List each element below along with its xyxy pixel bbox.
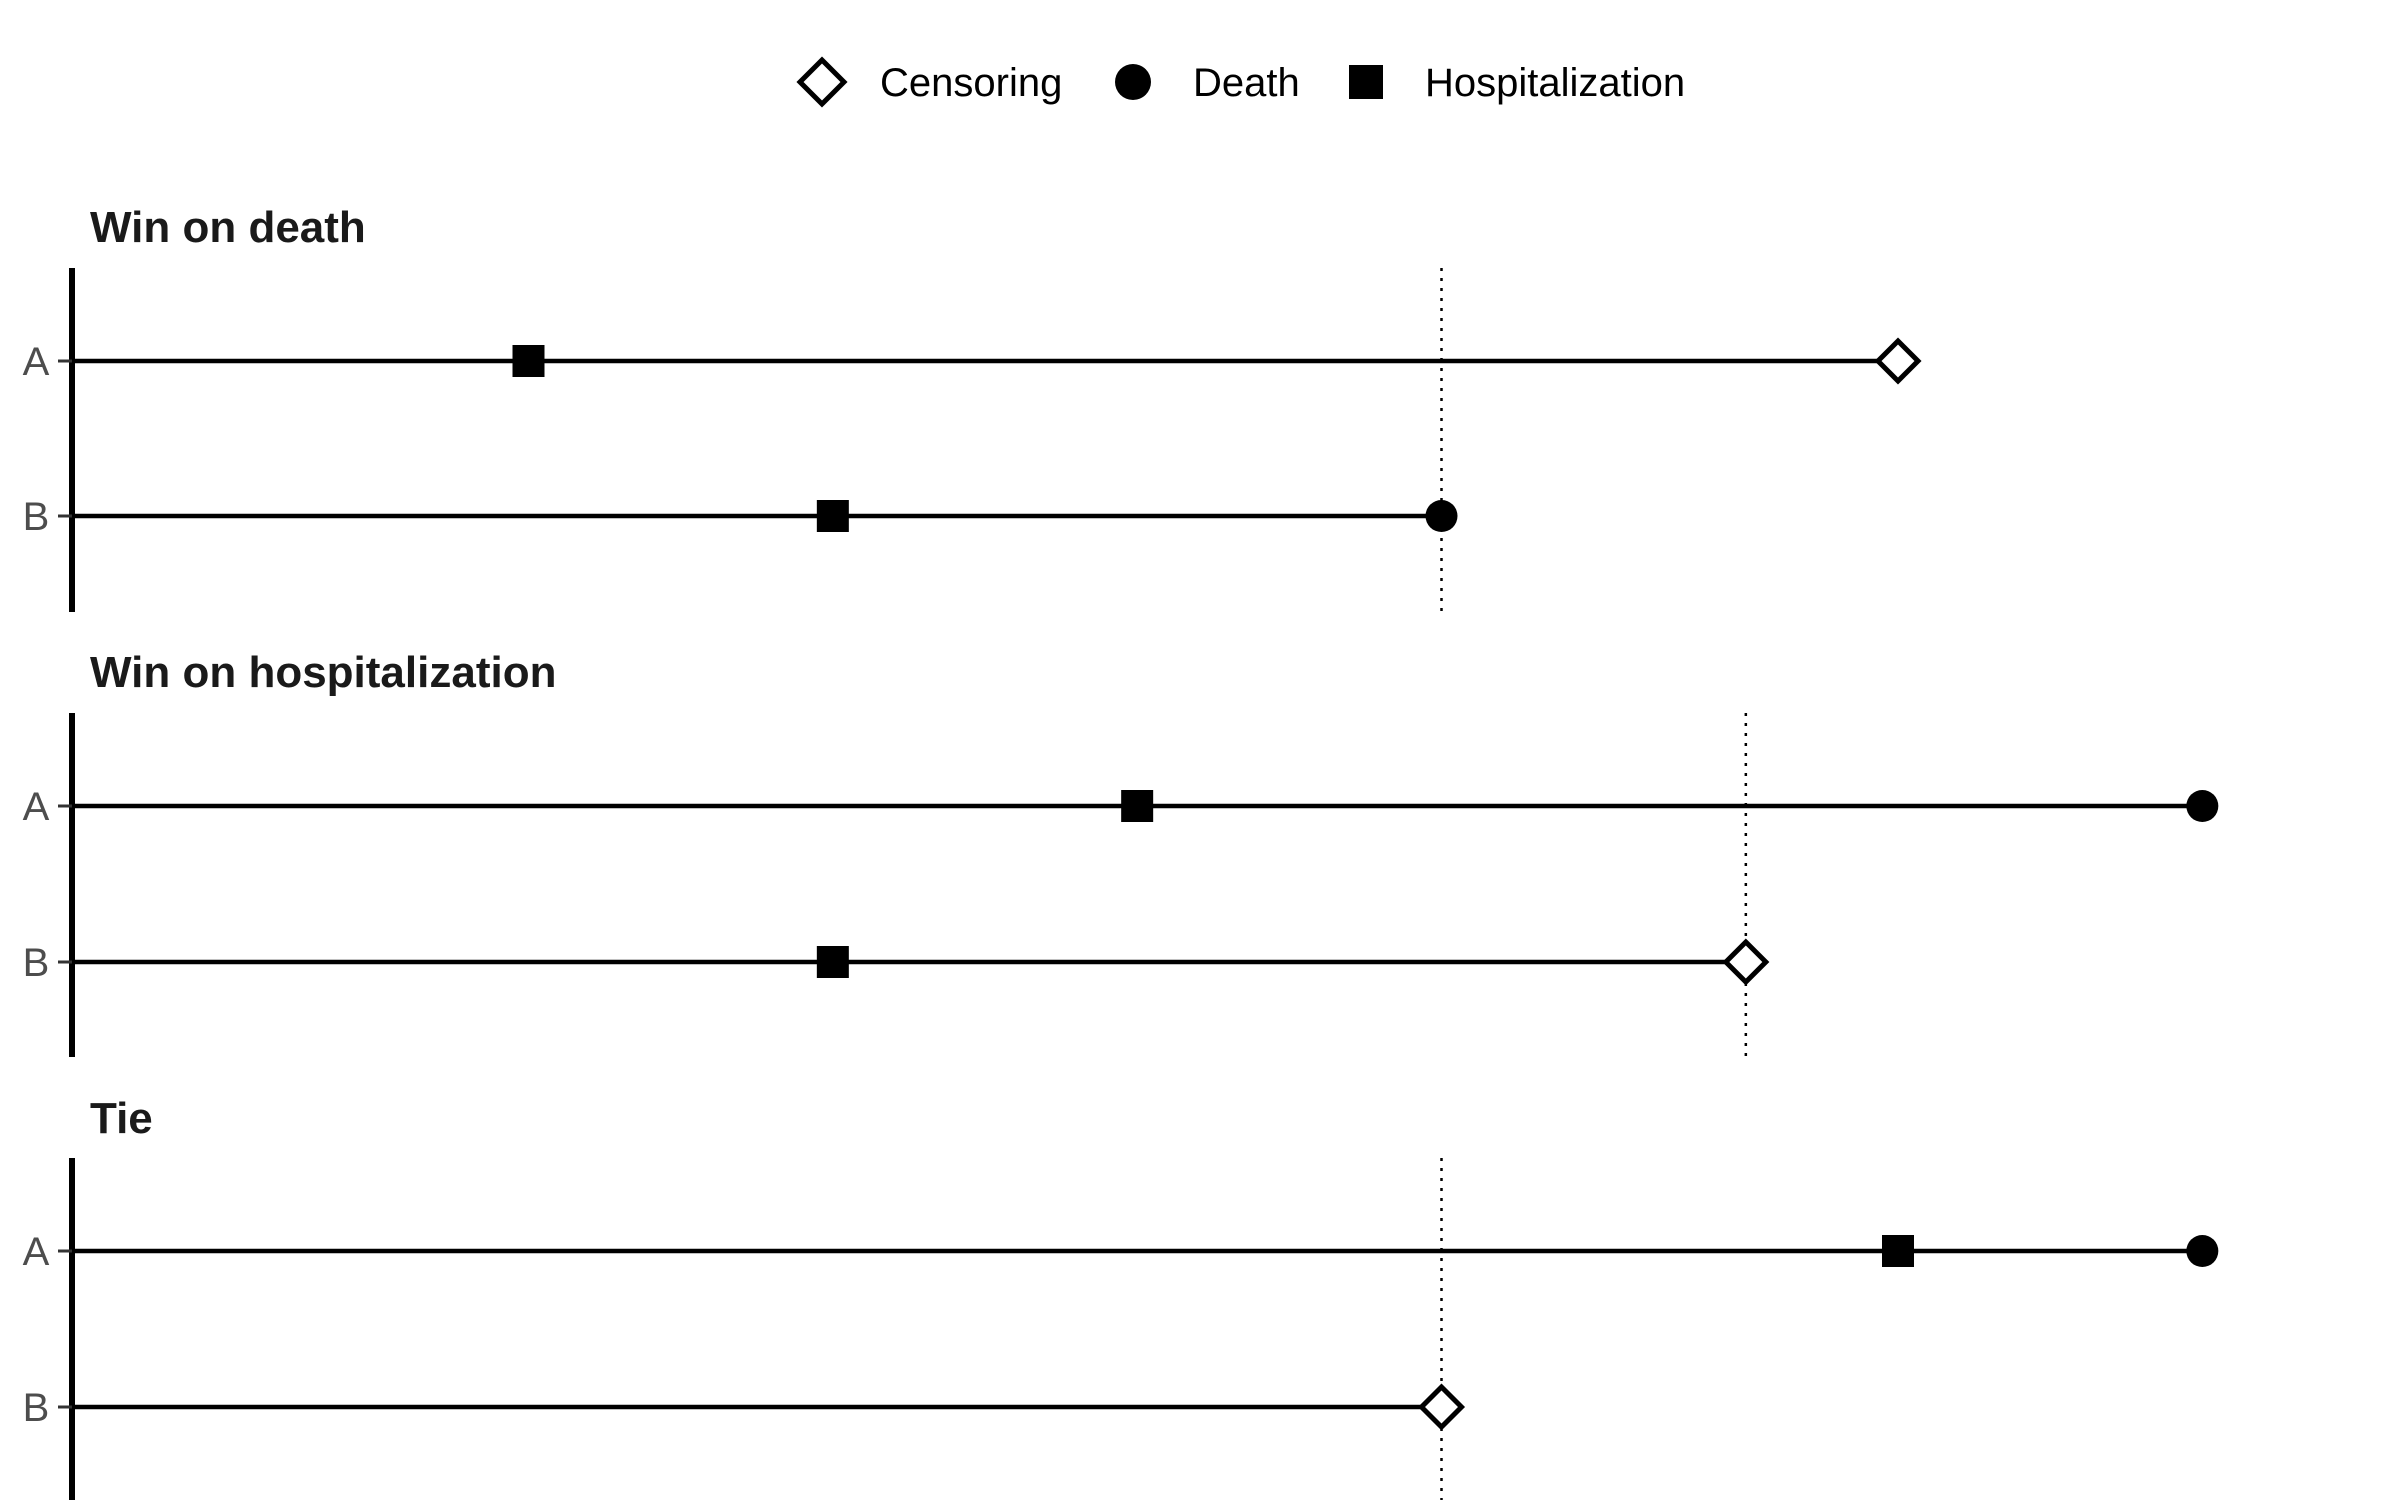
censoring-marker <box>1722 938 1770 986</box>
timeline-row-b: B <box>23 495 1458 539</box>
hospitalization-marker <box>816 500 849 532</box>
legend-label: Censoring <box>880 61 1062 105</box>
panel-title: Win on hospitalization <box>90 648 556 697</box>
timeline-row-b: B <box>23 938 1770 986</box>
row-label: A <box>23 340 50 384</box>
hospitalization-marker <box>816 946 849 978</box>
hospitalization-marker <box>1121 790 1154 822</box>
death-marker <box>2186 790 2219 822</box>
timeline-row-a: A <box>23 785 2219 829</box>
panel-title: Win on death <box>90 203 366 252</box>
row-label: A <box>23 785 50 829</box>
legend-label: Death <box>1193 61 1300 105</box>
censoring-marker <box>1874 337 1922 385</box>
row-label: B <box>23 941 50 985</box>
legend-label: Hospitalization <box>1425 61 1685 105</box>
hospitalization-marker <box>1882 1235 1914 1267</box>
legend: Censoring Death Hospitalization <box>796 56 1685 108</box>
legend-item-death: Death <box>1115 61 1300 105</box>
timeline-row-a: A <box>23 337 1922 385</box>
square-filled-icon <box>1349 65 1383 99</box>
row-label: B <box>23 1386 50 1430</box>
hospitalization-marker <box>512 345 545 377</box>
row-label: A <box>23 1230 50 1274</box>
circle-filled-icon <box>1115 64 1151 100</box>
panel-title: Tie <box>90 1094 153 1143</box>
timeline-row-b: B <box>23 1383 1466 1431</box>
row-label: B <box>23 495 50 539</box>
death-marker <box>1425 500 1458 532</box>
diamond-open-icon <box>796 56 848 108</box>
timeline-row-a: A <box>23 1230 2219 1274</box>
censoring-marker <box>1417 1383 1466 1431</box>
legend-item-censoring: Censoring <box>796 56 1062 108</box>
death-marker <box>2186 1235 2219 1267</box>
legend-item-hospitalization: Hospitalization <box>1349 61 1685 105</box>
